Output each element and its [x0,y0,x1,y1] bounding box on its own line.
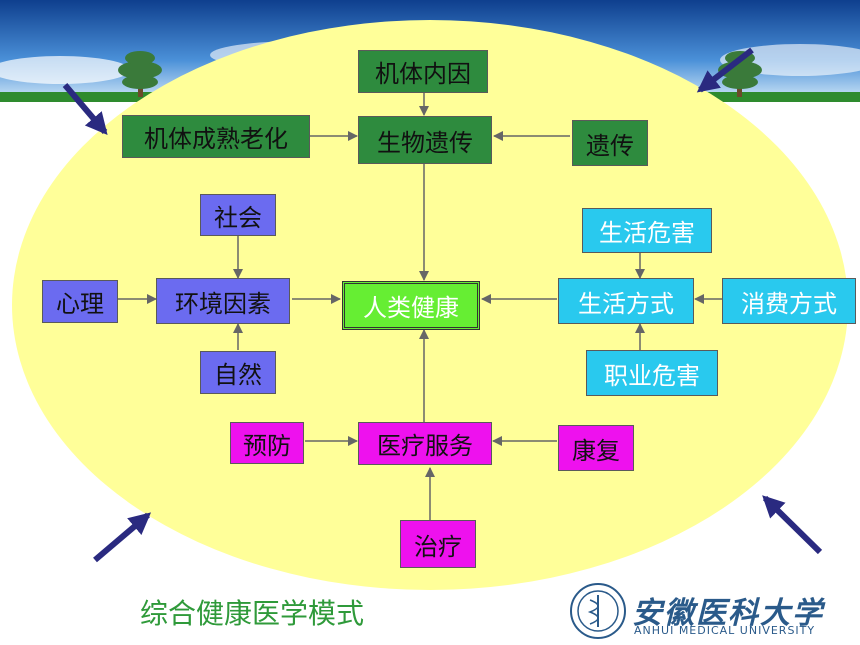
corner-arrow-icon [93,512,152,563]
university-emblem-icon [570,583,626,639]
node-shehui: 社会 [200,194,276,236]
node-yufang: 预防 [230,422,304,464]
node-shenghuo-fangshi: 生活方式 [558,278,694,324]
university-name-cn: 安徽医科大学 [632,596,824,631]
connectors [118,93,722,520]
node-renlei-jiankang: 人类健康 [342,281,480,330]
node-zhiliao: 治疗 [400,520,476,568]
university-name-en: ANHUI MEDICAL UNIVERSITY [634,624,816,637]
slide-caption: 综合健康医学模式 [140,597,365,630]
node-xinli: 心理 [42,280,118,323]
corner-arrow-icon [62,83,108,136]
node-shengwu-yichuan: 生物遗传 [358,116,492,164]
tree-icon-left [118,51,162,97]
node-zhiye-weihai: 职业危害 [586,350,718,396]
node-ziran: 自然 [200,351,276,394]
node-shenghuo-weihai: 生活危害 [582,208,712,253]
node-huanjing-yinsu: 环境因素 [156,278,290,324]
corner-arrow-icon [696,47,754,93]
node-kangfu: 康复 [558,425,634,471]
node-xiaofei-fangshi: 消费方式 [722,278,856,324]
corner-arrow-icon [762,495,823,555]
node-yiliao-fuwu: 医疗服务 [358,422,492,465]
node-jiti-chengshu-laohua: 机体成熟老化 [122,115,310,158]
node-jiti-neiyin: 机体内因 [358,50,488,93]
node-yichuan: 遗传 [572,120,648,166]
